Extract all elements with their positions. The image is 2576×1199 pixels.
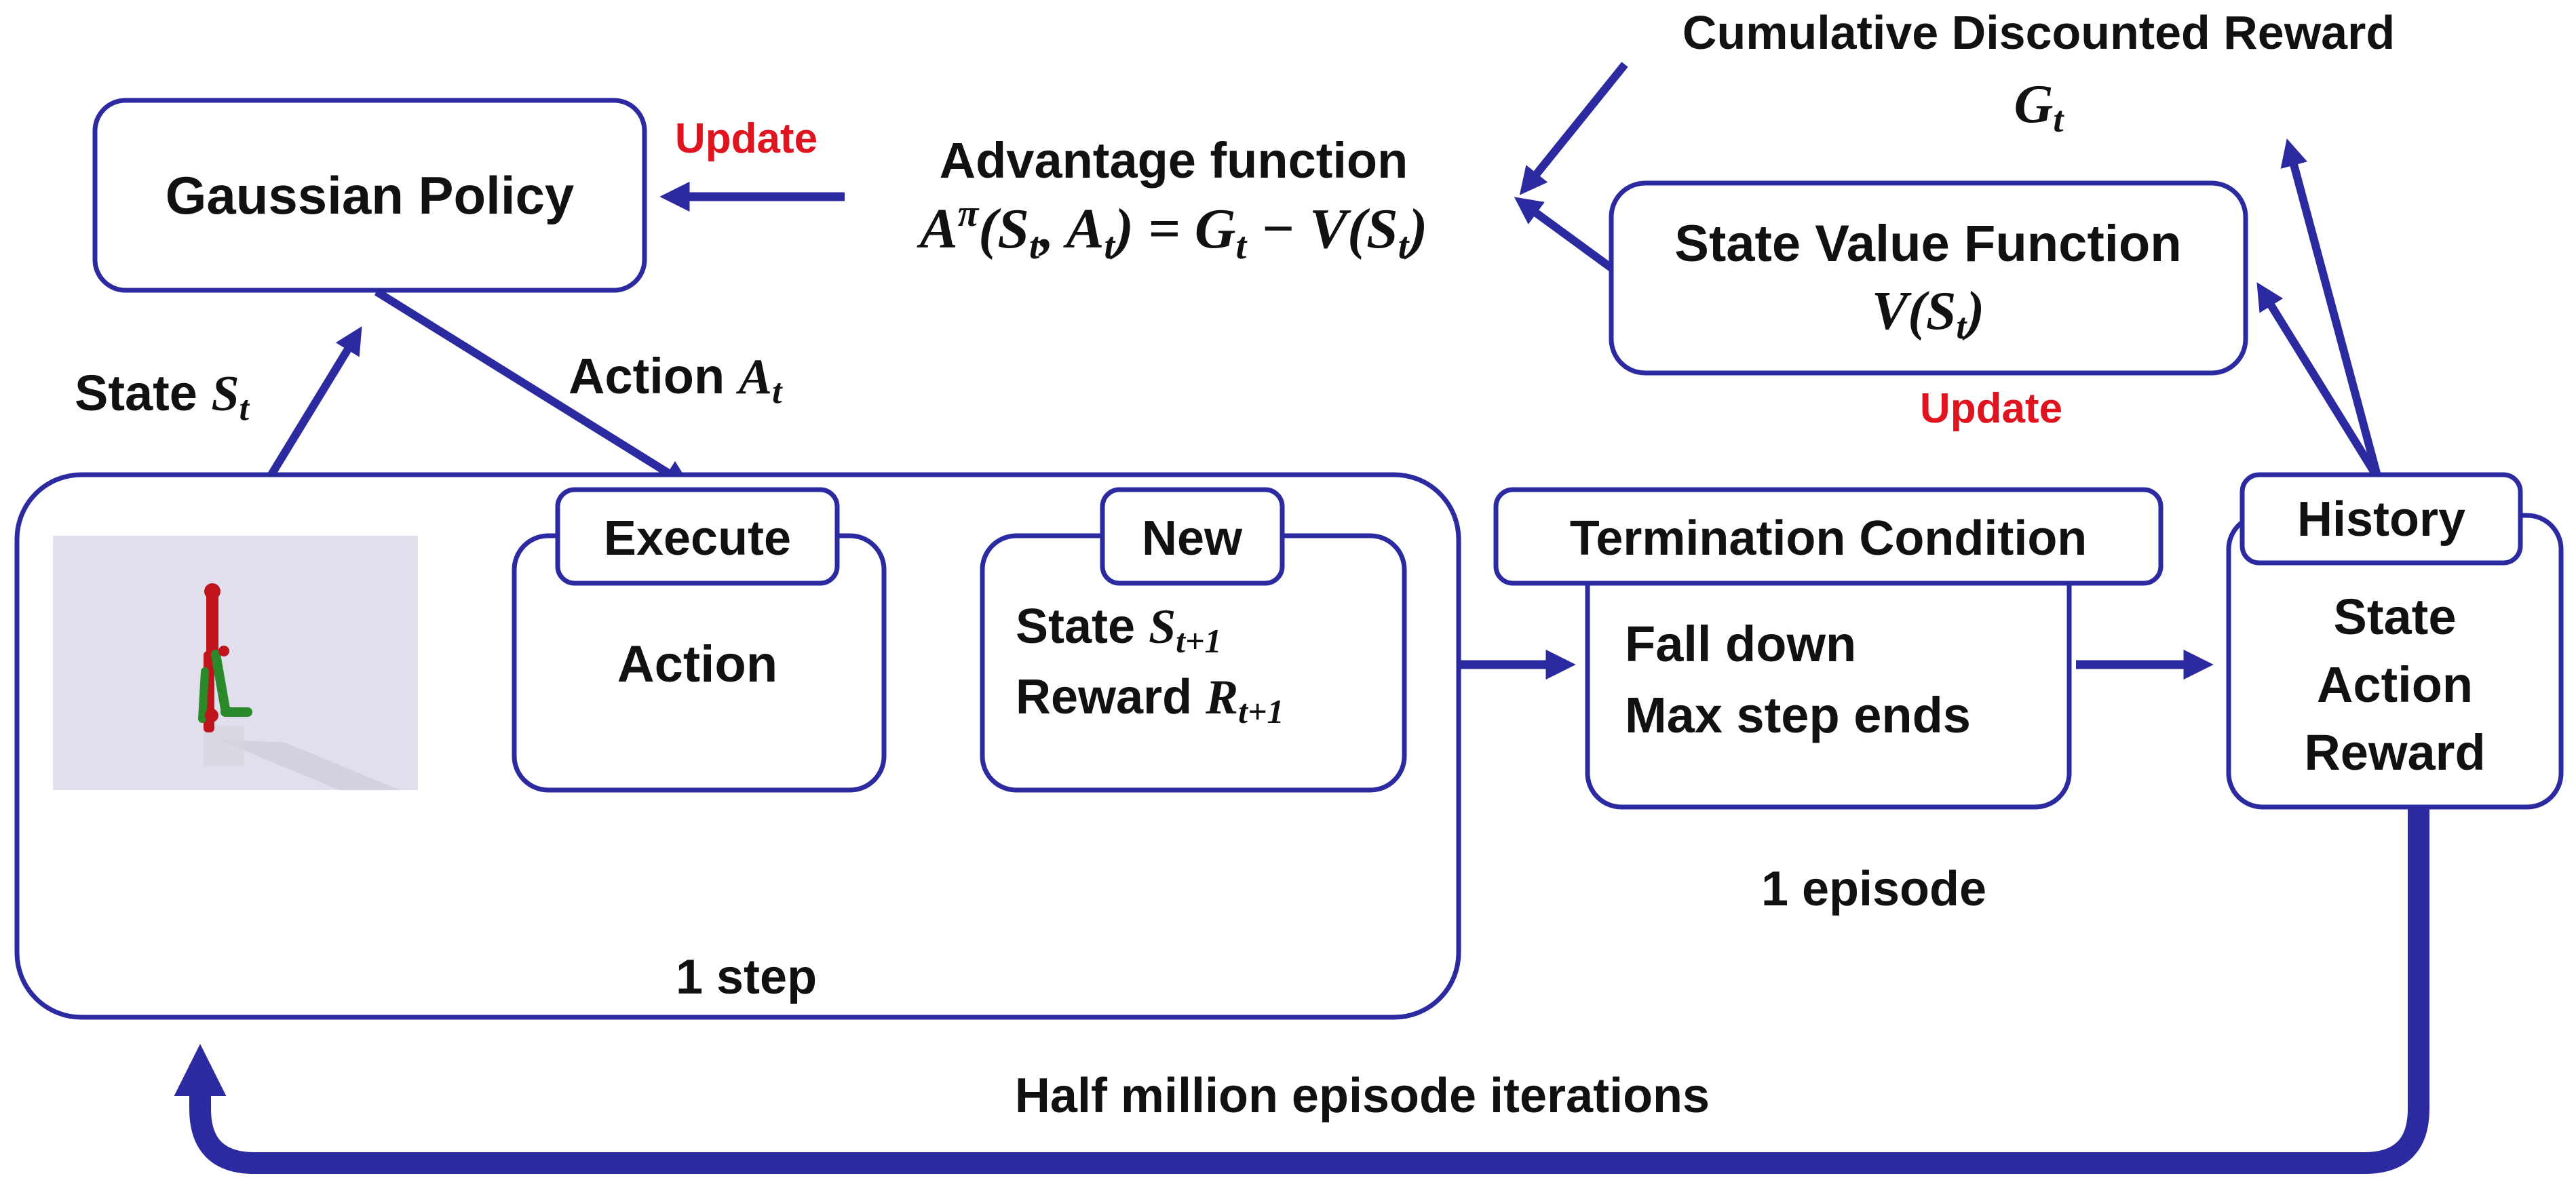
outer-loop-arrow (174, 790, 2429, 1174)
cum-t: t (2053, 99, 2064, 140)
adv-t1: t (1029, 225, 1041, 267)
termination-tab (1493, 487, 2164, 586)
new-tab (1100, 487, 1285, 586)
adv-minus: − (1246, 197, 1309, 260)
cum-G: G (2014, 75, 2054, 134)
vf-S: S (1926, 281, 1957, 341)
execute-tab (555, 487, 840, 586)
adv-comma: , (1039, 197, 1066, 260)
walker-robot-icon (198, 583, 252, 732)
arrow-value-to-advantage (1514, 197, 1614, 271)
new-reward-line: Reward Rt+1 (1016, 670, 1284, 730)
history-tab (2239, 472, 2523, 566)
gaussian-policy-label: Gaussian Policy (166, 165, 575, 225)
cumulative-reward-symbol: Gt (2014, 75, 2065, 140)
arrow-history-to-value (2256, 282, 2382, 481)
simulation-image (53, 536, 418, 790)
termination-tab-label: Termination Condition (1570, 511, 2088, 566)
advantage-label: Advantage function (940, 132, 1408, 189)
adv-A2: A (1062, 197, 1104, 260)
adv-t3: t (1236, 225, 1248, 267)
adv-mid: ) = (1110, 197, 1195, 260)
state-edge-label: State St (75, 365, 250, 428)
cumulative-reward-label: Cumulative Discounted Reward (1683, 6, 2395, 59)
adv-pi: π (958, 193, 980, 235)
history-tab-label: History (2297, 492, 2465, 547)
history-line-action: Action (2317, 656, 2473, 713)
vf-t: t (1956, 306, 1967, 347)
advantage-formula: Aπ(St, At) = Gt − V(St) (917, 193, 1428, 267)
adv-t2: t (1104, 225, 1115, 267)
execute-body-label: Action (617, 635, 777, 693)
one-episode-caption: 1 episode (1761, 862, 1986, 916)
adv-S2: S (1366, 197, 1398, 260)
adv-G: G (1195, 197, 1236, 260)
execute-tab-label: Execute (604, 511, 791, 566)
termination-line-2: Max step ends (1625, 687, 1971, 743)
vf-V: V( (1872, 281, 1929, 341)
state-value-box (1609, 180, 2248, 376)
adv-S: S (997, 197, 1029, 260)
state-value-symbol: V(St) (1872, 281, 1984, 347)
history-line-state: State (2334, 589, 2457, 645)
adv-V: V (1309, 197, 1351, 260)
action-edge-label: Action At (569, 348, 783, 411)
gaussian-policy-box (92, 98, 647, 293)
value-update-label: Update (1920, 385, 2062, 432)
policy-update-label: Update (675, 115, 818, 162)
outer-loop-label: Half million episode iterations (1015, 1069, 1710, 1123)
termination-line-1: Fall down (1625, 616, 1856, 672)
vf-close: ) (1962, 281, 1984, 341)
new-state-line: State St+1 (1016, 600, 1222, 660)
one-step-caption: 1 step (676, 950, 817, 1004)
state-value-label: State Value Function (1674, 215, 2181, 273)
arrow-policy-to-execute (374, 288, 691, 488)
history-line-reward: Reward (2304, 724, 2485, 781)
new-tab-label: New (1142, 511, 1243, 566)
arrow-history-to-cumulative (2280, 138, 2382, 479)
arrow-cumulative-to-advantage (1519, 62, 1628, 195)
adv-A: A (917, 197, 958, 260)
adv-t4: t (1398, 225, 1410, 267)
